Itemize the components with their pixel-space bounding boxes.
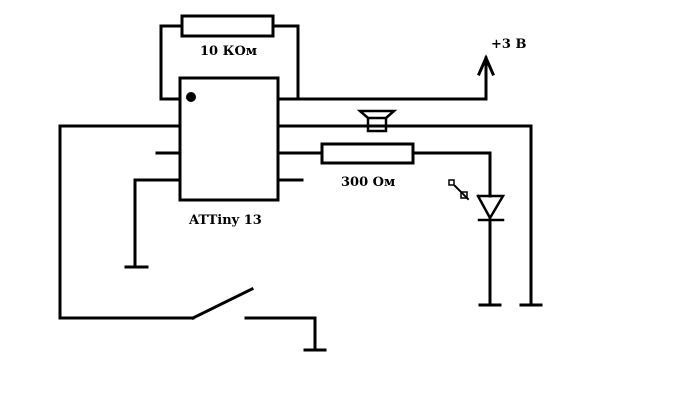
switch-icon <box>190 286 255 321</box>
resistor-300-body <box>320 142 415 165</box>
arrow-up-icon <box>477 54 495 76</box>
wire-switch-right <box>244 316 317 352</box>
pin1-marker <box>186 92 196 102</box>
resistor-300-label: 300 Ом <box>341 175 395 190</box>
wire-pin3 <box>133 178 182 269</box>
resistor-10k-body <box>180 14 275 38</box>
chip-label: ATTiny 13 <box>188 213 262 228</box>
wire-resistor-left <box>159 24 184 101</box>
supply-label: +3 В <box>491 37 526 52</box>
speaker-icon <box>356 109 398 133</box>
resistor-10k-label: 10 КОм <box>200 44 257 59</box>
wire-supply <box>276 56 488 101</box>
wire-resistor300-right <box>411 151 492 198</box>
led-icon <box>448 179 506 222</box>
chip-body <box>178 76 280 202</box>
wire-resistor-right <box>271 24 300 101</box>
wire-switch-left <box>58 124 195 320</box>
wire-speaker <box>276 124 533 307</box>
